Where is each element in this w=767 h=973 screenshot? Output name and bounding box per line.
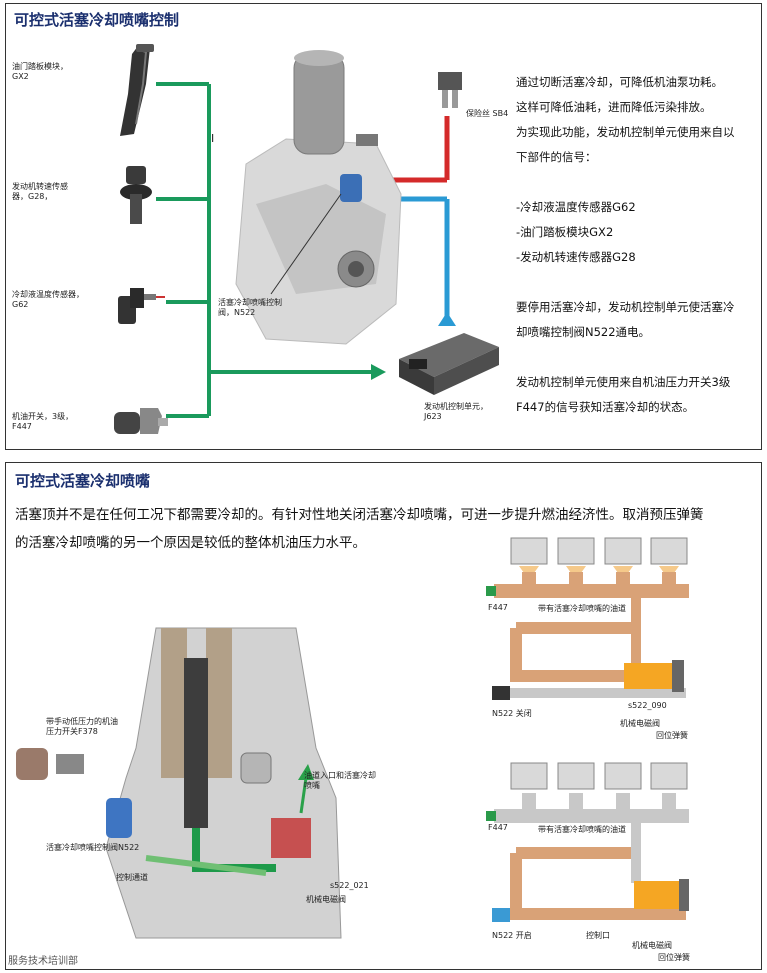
coolant-temp-sensor-icon xyxy=(118,288,165,324)
panel-control: 可控式活塞冷却喷嘴控制 油门踏板模块， GX2 发动机转速传感 器，G28， 冷… xyxy=(5,3,762,450)
label-inlet: 油道入口和活塞冷却 喷嘴 xyxy=(304,771,376,790)
ecu-label: 发动机控制单元， J623 xyxy=(424,402,488,421)
fuse-label: 保险丝 SB4 xyxy=(466,109,509,118)
engine-control-unit-icon xyxy=(399,333,499,395)
label-g28: 发动机转速传感 器，G28， xyxy=(12,182,68,201)
panel2-title: 可控式活塞冷却喷嘴 xyxy=(15,472,151,490)
oil-pressure-switch-icon xyxy=(114,408,168,434)
top-spring: 回位弹簧 xyxy=(656,731,688,740)
label-n522-engine: 活塞冷却喷嘴控制阀N522 xyxy=(46,843,140,852)
label-f378: 带手动低压力的机油 压力开关F378 xyxy=(46,717,118,736)
top-n522: N522 关闭 xyxy=(492,709,532,718)
top-solenoid: 机械电磁阀 xyxy=(620,719,660,728)
label-solenoid-engine: 机械电磁阀 xyxy=(306,895,346,904)
valve-label: 活塞冷却喷嘴控制 阀，N522 xyxy=(218,298,282,317)
label-f447: 机油开关，3级， F447 xyxy=(12,412,74,431)
bottom-solenoid: 机械电磁阀 xyxy=(632,941,672,950)
top-code: s522_090 xyxy=(628,701,667,710)
marker-i: I xyxy=(211,132,215,145)
bottom-gallery: 带有活塞冷却喷嘴的油道 xyxy=(538,825,626,834)
bottom-port: 控制口 xyxy=(586,931,610,940)
bottom-f447: F447 xyxy=(488,823,508,832)
label-channel: 控制通道 xyxy=(116,873,148,882)
bottom-n522: N522 开启 xyxy=(492,931,532,940)
engine-oil-module-illustration xyxy=(235,50,402,345)
schematic-closed xyxy=(486,537,689,700)
label-gx2: 油门踏板模块， GX2 xyxy=(12,62,68,81)
footer: 服务技术培训部 xyxy=(8,956,78,967)
panel-nozzle: 可控式活塞冷却喷嘴 活塞顶并不是在任何工况下都需要冷却的。有针对性地关闭活塞冷却… xyxy=(5,462,762,970)
schematic-open xyxy=(486,762,689,922)
panel2-intro: 活塞顶并不是在任何工况下都需要冷却的。有针对性地关闭活塞冷却喷嘴，可进一步提升燃… xyxy=(15,507,704,551)
panel1-text: 通过切断活塞冷却，可降低机油泵功耗。 这样可降低油耗，进而降低污染排放。 为实现… xyxy=(516,75,735,414)
bottom-spring: 回位弹簧 xyxy=(658,953,690,962)
label-code-021: s522_021 xyxy=(330,881,369,890)
engine-cutaway-illustration xyxy=(16,627,342,939)
panel1-title: 可控式活塞冷却喷嘴控制 xyxy=(14,11,180,29)
top-gallery: 带有活塞冷却喷嘴的油道 xyxy=(538,604,626,613)
speed-sensor-icon xyxy=(120,166,152,224)
top-f447: F447 xyxy=(488,603,508,612)
label-g62: 冷却液温度传感器， G62 xyxy=(12,290,84,309)
accelerator-pedal-icon xyxy=(120,44,154,136)
fuse-icon xyxy=(438,72,462,108)
